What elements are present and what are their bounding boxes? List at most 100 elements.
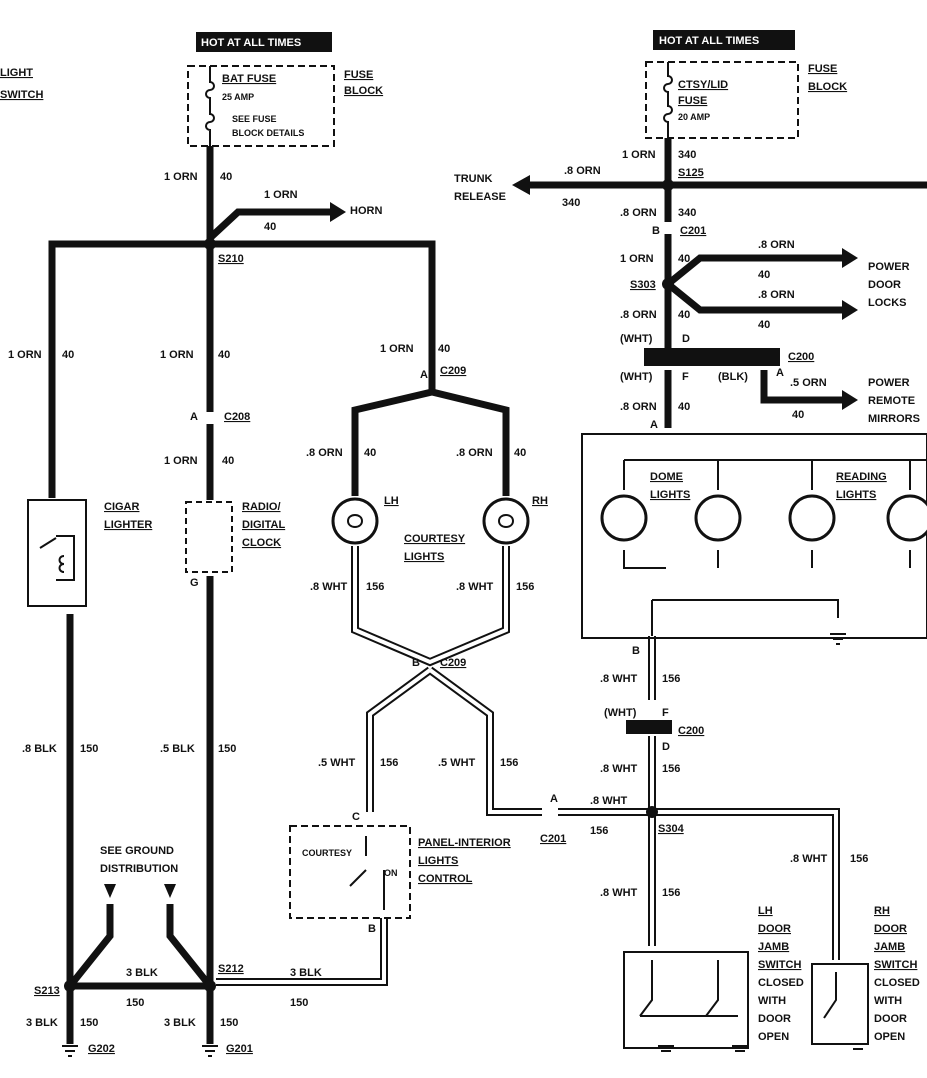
svg-text:A: A xyxy=(776,367,784,379)
svg-text:F: F xyxy=(662,707,669,719)
svg-text:150: 150 xyxy=(290,997,308,1009)
svg-text:HOT AT ALL TIMES: HOT AT ALL TIMES xyxy=(201,37,301,49)
lh-door-switch-box xyxy=(623,951,749,1049)
svg-text:40: 40 xyxy=(678,401,690,413)
rh-door-1: RH xyxy=(874,905,890,917)
svg-text:156: 156 xyxy=(662,763,680,775)
fuse-block-label-2: BLOCK xyxy=(344,85,383,97)
horn-arrow-icon xyxy=(330,202,346,222)
svg-text:.8 ORN: .8 ORN xyxy=(620,309,657,321)
trunk-label-1: TRUNK xyxy=(454,173,493,185)
svg-text:1 ORN: 1 ORN xyxy=(380,343,414,355)
svg-text:156: 156 xyxy=(366,581,384,593)
lh-lamp-icon xyxy=(331,497,379,545)
lh-door-1: LH xyxy=(758,905,773,917)
panel-label-1: PANEL-INTERIOR xyxy=(418,837,511,849)
svg-text:.5 BLK: .5 BLK xyxy=(160,743,195,755)
mirrors-1: POWER xyxy=(868,377,910,389)
dome-lamp-icons xyxy=(600,494,927,542)
see-ground-2: DISTRIBUTION xyxy=(100,863,178,875)
svg-text:40: 40 xyxy=(264,221,276,233)
horn-label: HORN xyxy=(350,205,382,217)
hot-label-right: HOT AT ALL TIMES xyxy=(653,30,795,50)
cigar-label-2: LIGHTER xyxy=(104,519,152,531)
splice-s303: S303 xyxy=(630,279,656,291)
orange-wires-right xyxy=(530,138,927,428)
svg-text:156: 156 xyxy=(500,757,518,769)
svg-text:3 BLK: 3 BLK xyxy=(126,967,158,979)
fuse-note-2: BLOCK DETAILS xyxy=(232,128,304,138)
rh-door-5: CLOSED xyxy=(874,977,920,989)
reading-label-1: READING xyxy=(836,471,887,483)
radio-clock-box xyxy=(185,501,233,573)
fuse-block-label-1: FUSE xyxy=(344,69,373,81)
svg-text:.8 ORN: .8 ORN xyxy=(620,401,657,413)
svg-text:G: G xyxy=(190,577,199,589)
lh-door-4: SWITCH xyxy=(758,959,801,971)
svg-text:C: C xyxy=(352,811,360,823)
splice-dot xyxy=(204,980,216,992)
splice-s212: S212 xyxy=(218,963,244,975)
connector-c201-bottom: C201 xyxy=(540,833,566,845)
panel-switch-icon xyxy=(349,836,385,910)
svg-text:1 ORN: 1 ORN xyxy=(622,149,656,161)
lh-switch-icon xyxy=(639,960,738,1017)
splice-dot xyxy=(646,806,658,818)
connector-c201-top: C201 xyxy=(680,225,706,237)
svg-text:(BLK): (BLK) xyxy=(718,371,748,383)
svg-text:40: 40 xyxy=(678,253,690,265)
svg-text:.8 WHT: .8 WHT xyxy=(600,763,638,775)
svg-text:.8 WHT: .8 WHT xyxy=(790,853,828,865)
lh-label: LH xyxy=(384,495,399,507)
fuse-block-left xyxy=(187,65,335,147)
svg-text:.5 WHT: .5 WHT xyxy=(318,757,356,769)
svg-text:A: A xyxy=(650,419,658,431)
mirrors-3: MIRRORS xyxy=(868,413,920,425)
cigar-lighter-box xyxy=(27,499,87,607)
ground-ref-icon xyxy=(104,884,116,898)
svg-text:D: D xyxy=(662,741,670,753)
power-locks-3: LOCKS xyxy=(868,297,907,309)
svg-text:A: A xyxy=(190,411,198,423)
splice-s210: S210 xyxy=(218,253,244,265)
svg-text:150: 150 xyxy=(220,1017,238,1029)
svg-text:156: 156 xyxy=(850,853,868,865)
svg-text:3 BLK: 3 BLK xyxy=(290,967,322,979)
svg-text:1 ORN: 1 ORN xyxy=(264,189,298,201)
rh-switch-icon xyxy=(823,972,837,1019)
svg-text:40: 40 xyxy=(678,309,690,321)
svg-text:40: 40 xyxy=(220,171,232,183)
svg-text:1 ORN: 1 ORN xyxy=(620,253,654,265)
bat-fuse-rating: 25 AMP xyxy=(222,92,254,102)
svg-text:156: 156 xyxy=(380,757,398,769)
trunk-label-2: RELEASE xyxy=(454,191,506,203)
courtesy-switch-label: COURTESY xyxy=(302,848,352,858)
ground-ref-icon xyxy=(164,884,176,898)
dome-label-1: DOME xyxy=(650,471,683,483)
lh-door-7: DOOR xyxy=(758,1013,791,1025)
ground-icon xyxy=(830,633,846,645)
ground-g202: G202 xyxy=(88,1043,115,1055)
svg-text:.5 WHT: .5 WHT xyxy=(438,757,476,769)
radio-label-3: CLOCK xyxy=(242,537,281,549)
svg-text:.8 WHT: .8 WHT xyxy=(310,581,348,593)
svg-text:D: D xyxy=(682,333,690,345)
fuse-icon xyxy=(663,62,673,138)
rh-door-2: DOOR xyxy=(874,923,907,935)
svg-text:.8 ORN: .8 ORN xyxy=(620,207,657,219)
svg-text:B: B xyxy=(632,645,640,657)
svg-text:.8 ORN: .8 ORN xyxy=(758,289,795,301)
connector-c208: C208 xyxy=(224,411,250,423)
ground-wires xyxy=(66,576,214,1044)
svg-text:340: 340 xyxy=(678,207,696,219)
svg-text:156: 156 xyxy=(516,581,534,593)
svg-text:40: 40 xyxy=(222,455,234,467)
svg-text:.8 ORN: .8 ORN xyxy=(564,165,601,177)
connector-c209-top: C209 xyxy=(440,365,466,377)
rh-door-3: JAMB xyxy=(874,941,905,953)
svg-text:3 BLK: 3 BLK xyxy=(164,1017,196,1029)
mirrors-2: REMOTE xyxy=(868,395,915,407)
svg-text:B: B xyxy=(412,657,420,669)
ground-g201: G201 xyxy=(226,1043,253,1055)
